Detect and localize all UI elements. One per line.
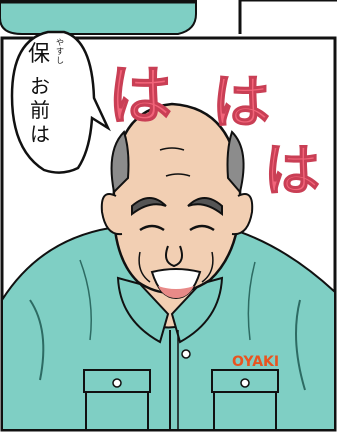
speech-furigana: やすし bbox=[56, 38, 64, 65]
eye-right bbox=[189, 224, 215, 232]
collar-left bbox=[116, 276, 170, 344]
laugh-sfx-2: は bbox=[212, 68, 270, 136]
laugh-sfx-1: は bbox=[108, 60, 172, 134]
collar-right bbox=[170, 276, 224, 344]
shirt-logo: OYAKI bbox=[232, 354, 279, 370]
hair-right bbox=[226, 130, 245, 195]
nose bbox=[165, 245, 183, 268]
speech-kanji: 保 bbox=[28, 42, 51, 67]
hair-left bbox=[110, 130, 130, 195]
speech-bubble bbox=[10, 30, 111, 174]
prev-panel-shape bbox=[0, 0, 197, 35]
laugh-sfx-3: は bbox=[264, 139, 320, 204]
speech-line: お前は bbox=[30, 74, 50, 146]
shirt-button bbox=[181, 349, 191, 359]
eyebrow-right bbox=[187, 197, 223, 217]
eye-left bbox=[139, 224, 165, 232]
eyebrow-left bbox=[131, 197, 167, 217]
